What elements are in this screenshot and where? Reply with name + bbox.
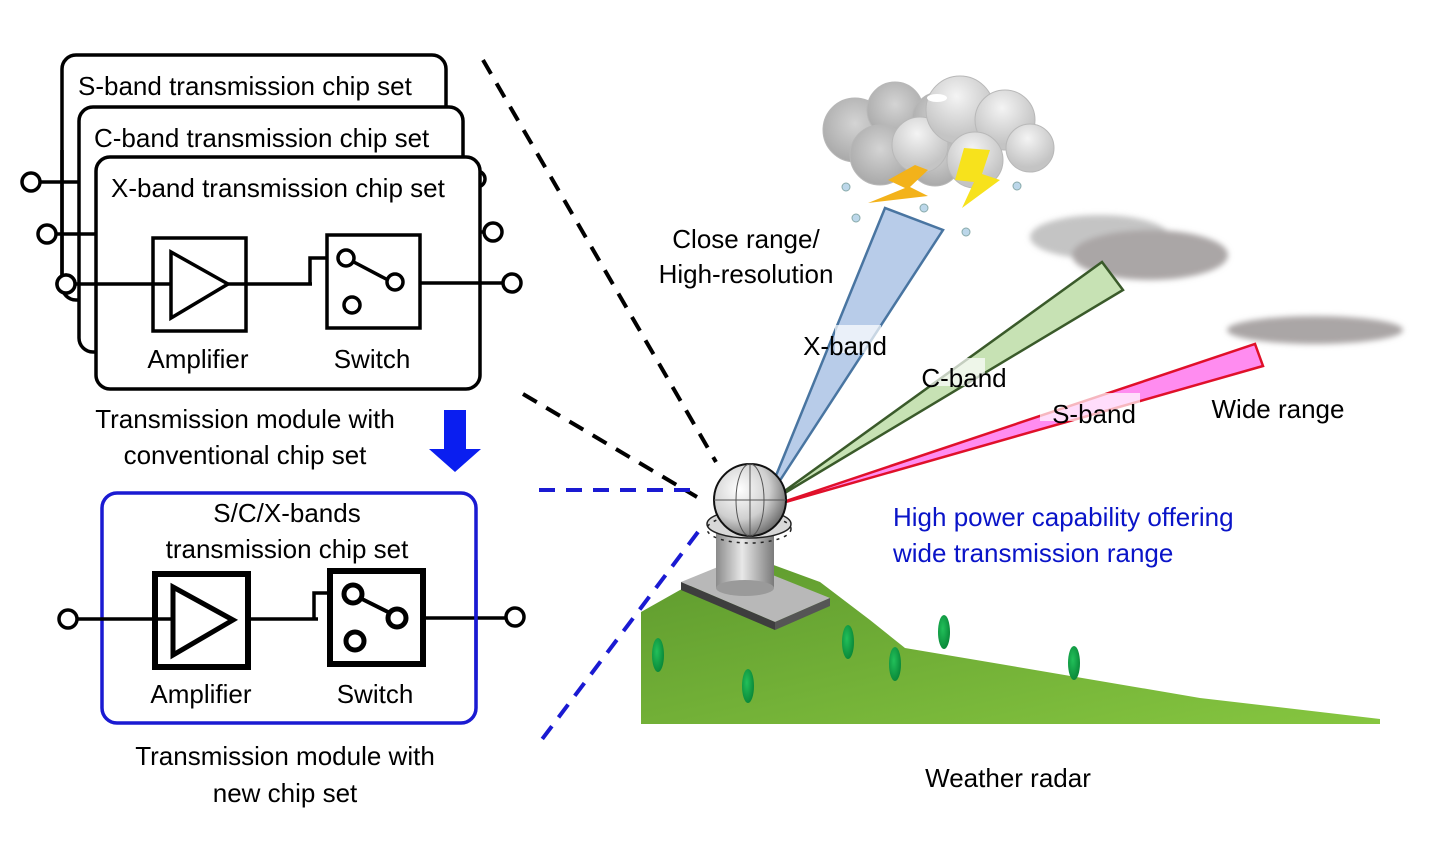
switch-block xyxy=(325,233,422,330)
c-band-output-terminal xyxy=(482,221,504,243)
raindrop-icons xyxy=(841,181,1022,237)
switch-label: Switch xyxy=(334,344,411,374)
highlight-text-line1: High power capability offering xyxy=(893,502,1234,532)
switch-label: Switch xyxy=(337,679,414,709)
x-band-chipset-card: X-band transmission chip set xyxy=(55,155,523,391)
c-band-label: C-band xyxy=(921,363,1006,393)
c-band-chipset-title: C-band transmission chip set xyxy=(94,123,430,153)
switch-contact-icon xyxy=(342,295,362,315)
close-range-label-line1: Close range/ xyxy=(672,224,820,254)
wide-range-label: Wide range xyxy=(1212,394,1345,424)
far-cloud-icons xyxy=(1030,215,1403,344)
amplifier-label: Amplifier xyxy=(147,344,248,374)
x-band-output-terminal xyxy=(501,272,523,294)
amplifier-label: Amplifier xyxy=(150,679,251,709)
switch-contact-icon xyxy=(385,272,405,292)
storm-cloud-icon xyxy=(822,75,1055,237)
x-band-beam xyxy=(762,206,945,506)
x-band-chipset-title: X-band transmission chip set xyxy=(111,173,446,203)
projection-lines xyxy=(481,58,718,744)
x-band-label: X-band xyxy=(803,331,887,361)
s-band-beam xyxy=(767,342,1265,509)
s-band-chipset-title: S-band transmission chip set xyxy=(78,71,413,101)
conventional-caption-line1: Transmission module with xyxy=(95,404,395,434)
lightning-bolt-icon xyxy=(955,148,1000,208)
new-chipset-title-line1: S/C/X-bands xyxy=(213,498,360,528)
switch-contact-icon xyxy=(336,248,356,268)
switch-contact-icon xyxy=(343,629,367,653)
new-module: S/C/X-bands transmission chip set Amplif… xyxy=(57,491,526,808)
switch-contact-icon xyxy=(385,606,409,630)
radar-tower-icon xyxy=(681,463,830,630)
new-input-terminal xyxy=(57,608,79,630)
down-arrow-icon xyxy=(429,410,481,472)
new-caption-line2: new chip set xyxy=(213,778,358,808)
amplifier-triangle-icon xyxy=(170,582,239,660)
tree-icons xyxy=(652,615,1080,703)
s-band-input-terminal xyxy=(20,171,42,193)
weather-radar-caption: Weather radar xyxy=(925,763,1091,793)
amplifier-block xyxy=(152,571,251,670)
new-caption-line1: Transmission module with xyxy=(135,741,435,771)
new-output-terminal xyxy=(504,606,526,628)
new-chipset-title-line2: transmission chip set xyxy=(166,534,410,564)
switch-block xyxy=(327,568,426,667)
c-band-input-terminal xyxy=(36,223,58,245)
close-range-label-line2: High-resolution xyxy=(659,259,834,289)
switch-contact-icon xyxy=(341,582,365,606)
amplifier-block xyxy=(151,236,248,333)
highlight-text-line2: wide transmission range xyxy=(892,538,1173,568)
s-band-label: S-band xyxy=(1052,399,1136,429)
lightning-bolt-icon xyxy=(868,165,928,203)
conventional-caption-line2: conventional chip set xyxy=(124,440,368,470)
conventional-module: S-band transmission chip set C-band tran… xyxy=(20,53,523,470)
